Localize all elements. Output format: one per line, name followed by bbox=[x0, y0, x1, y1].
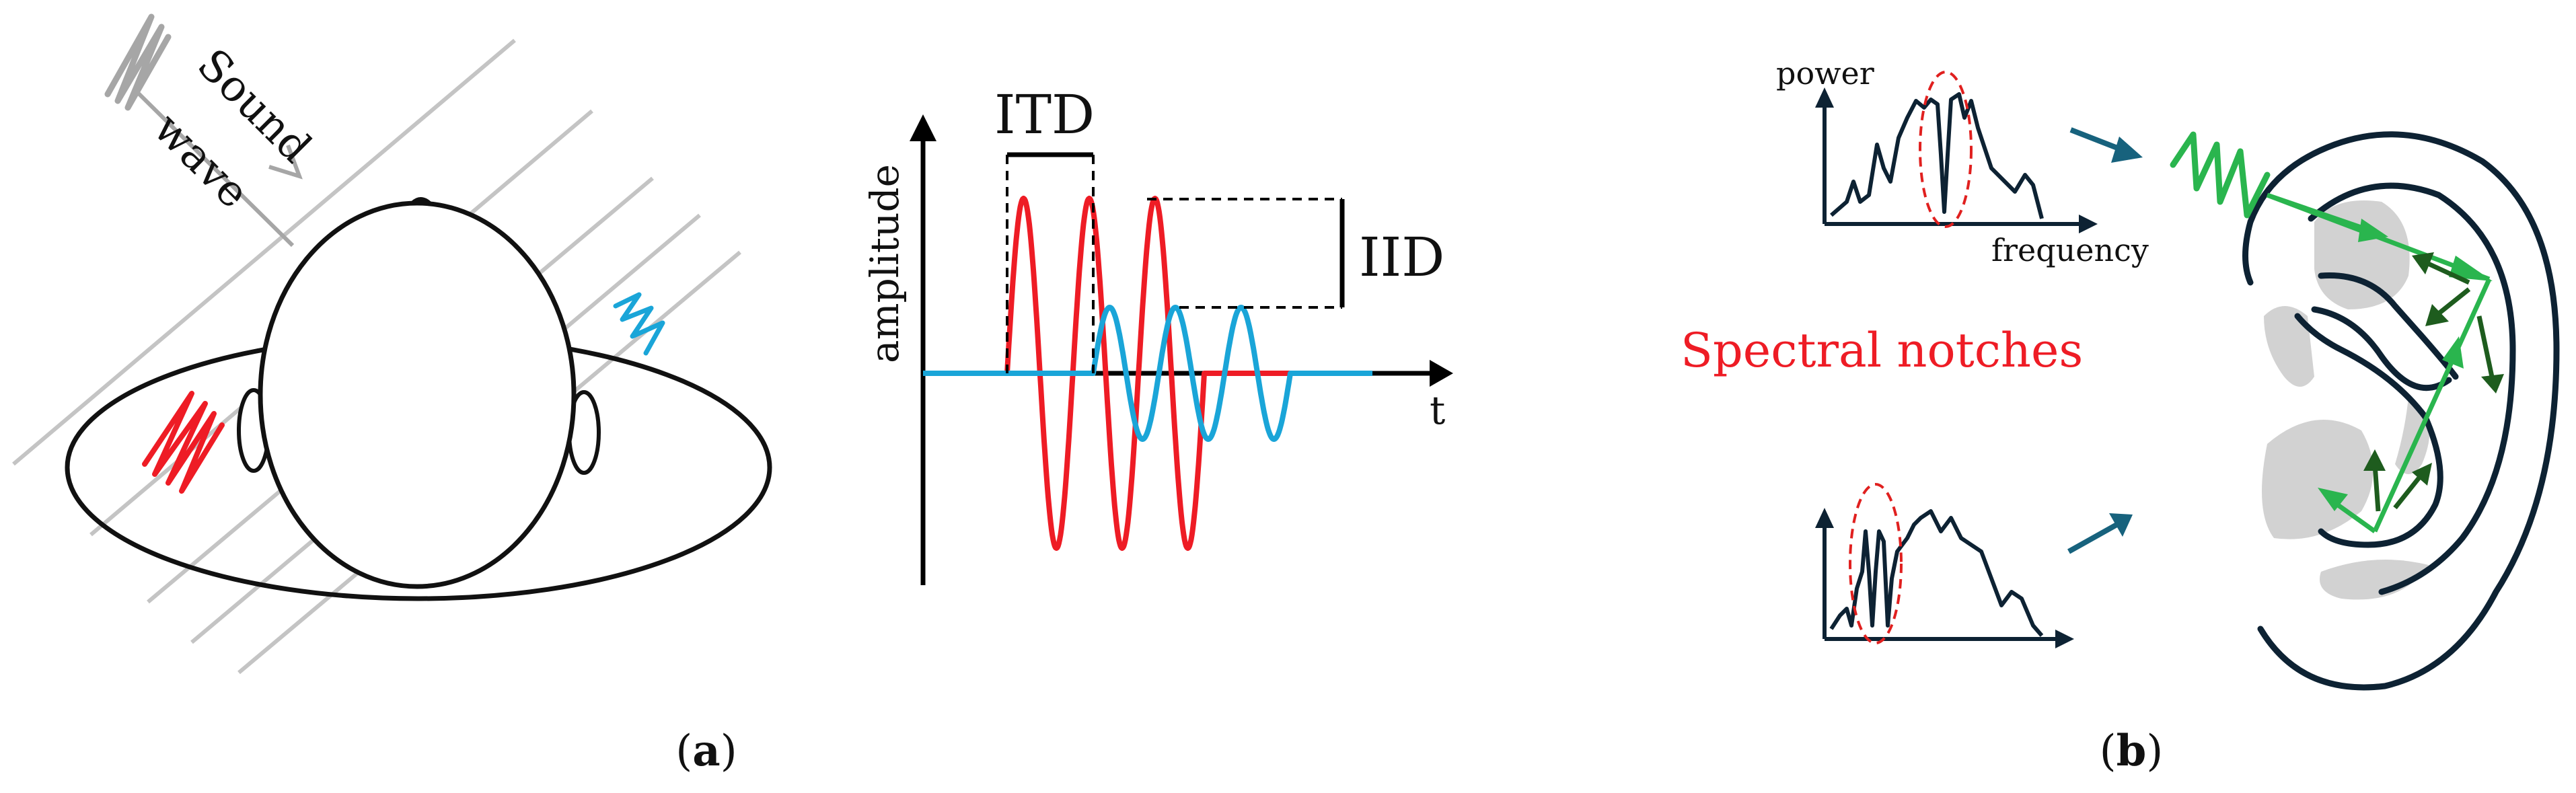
top-spectrum-x-arrowhead bbox=[2079, 215, 2098, 233]
head-ellipse bbox=[258, 200, 577, 589]
incoming-green-squiggle-icon bbox=[2170, 131, 2271, 219]
tragus-outline bbox=[2311, 306, 2452, 391]
panel-a: Sound wave amplitude t ITD bbox=[12, 13, 1453, 776]
top-notch-highlight bbox=[1919, 71, 1973, 228]
iid-bracket bbox=[1147, 198, 1345, 309]
cymba-fill bbox=[2395, 397, 2430, 474]
concha-fill bbox=[2314, 200, 2410, 309]
lower-concha-fill bbox=[2262, 420, 2373, 539]
bottom-spectrum-x-arrowhead bbox=[2055, 630, 2074, 648]
sound-reflection-paths bbox=[2170, 131, 2504, 533]
top-spectrum-curve bbox=[1830, 92, 2044, 219]
spectral-notches-label: Spectral notches bbox=[1681, 323, 2083, 378]
caption-a: (a) bbox=[675, 726, 737, 776]
top-spectrum-y-arrowhead bbox=[1815, 87, 1834, 108]
antihelix-outline bbox=[2308, 182, 2516, 595]
ear-drawing bbox=[2242, 131, 2560, 691]
blue-ear-waveform bbox=[923, 305, 1372, 442]
lower-teal-arrow bbox=[2067, 521, 2121, 554]
itd-bracket bbox=[1006, 152, 1095, 373]
waveform-plot: amplitude t ITD IID bbox=[862, 83, 1453, 585]
bottom-notch-highlight bbox=[1849, 483, 1903, 644]
inner-fold-outline bbox=[2318, 272, 2459, 380]
green-arrowhead-3 bbox=[2442, 336, 2464, 369]
red-ear-waveform bbox=[923, 196, 1372, 551]
sound-direction-arrow-shaft bbox=[136, 91, 295, 248]
concha-outline bbox=[2294, 313, 2443, 548]
lobe-fill bbox=[2320, 560, 2429, 600]
power-label: power bbox=[1776, 55, 1874, 91]
blue-sound-source-icon bbox=[613, 292, 665, 356]
green-arrowhead-1 bbox=[2358, 219, 2388, 242]
top-spectrum-plot: power frequency bbox=[1776, 55, 2149, 268]
y-axis-label: amplitude bbox=[862, 164, 908, 363]
caption-b: (b) bbox=[2100, 726, 2164, 776]
green-arrowhead-4 bbox=[2318, 488, 2348, 511]
red-sound-source-icon bbox=[142, 391, 225, 494]
y-axis-arrowhead bbox=[910, 114, 936, 141]
panel-b: power frequency Spectral notches bbox=[1681, 55, 2560, 776]
direction-arrows-to-ear bbox=[2067, 127, 2143, 554]
head-top-view bbox=[237, 197, 601, 589]
bottom-spectrum-curve bbox=[1829, 509, 2044, 637]
iid-label: IID bbox=[1359, 226, 1444, 289]
antitragus-fill bbox=[2264, 306, 2314, 387]
incoming-sound-squiggle-icon bbox=[104, 13, 172, 111]
sound-direction-arrowhead bbox=[268, 144, 303, 180]
bottom-spectrum-y-arrowhead bbox=[1815, 508, 1834, 528]
itd-label: ITD bbox=[994, 83, 1095, 146]
frequency-label: frequency bbox=[1991, 232, 2149, 268]
x-axis-label: t bbox=[1430, 387, 1445, 433]
green-arrowhead-2 bbox=[2449, 256, 2493, 281]
bottom-spectrum-plot bbox=[1815, 483, 2074, 648]
x-axis-arrowhead bbox=[1430, 360, 1453, 387]
helix-outline bbox=[2242, 131, 2560, 691]
